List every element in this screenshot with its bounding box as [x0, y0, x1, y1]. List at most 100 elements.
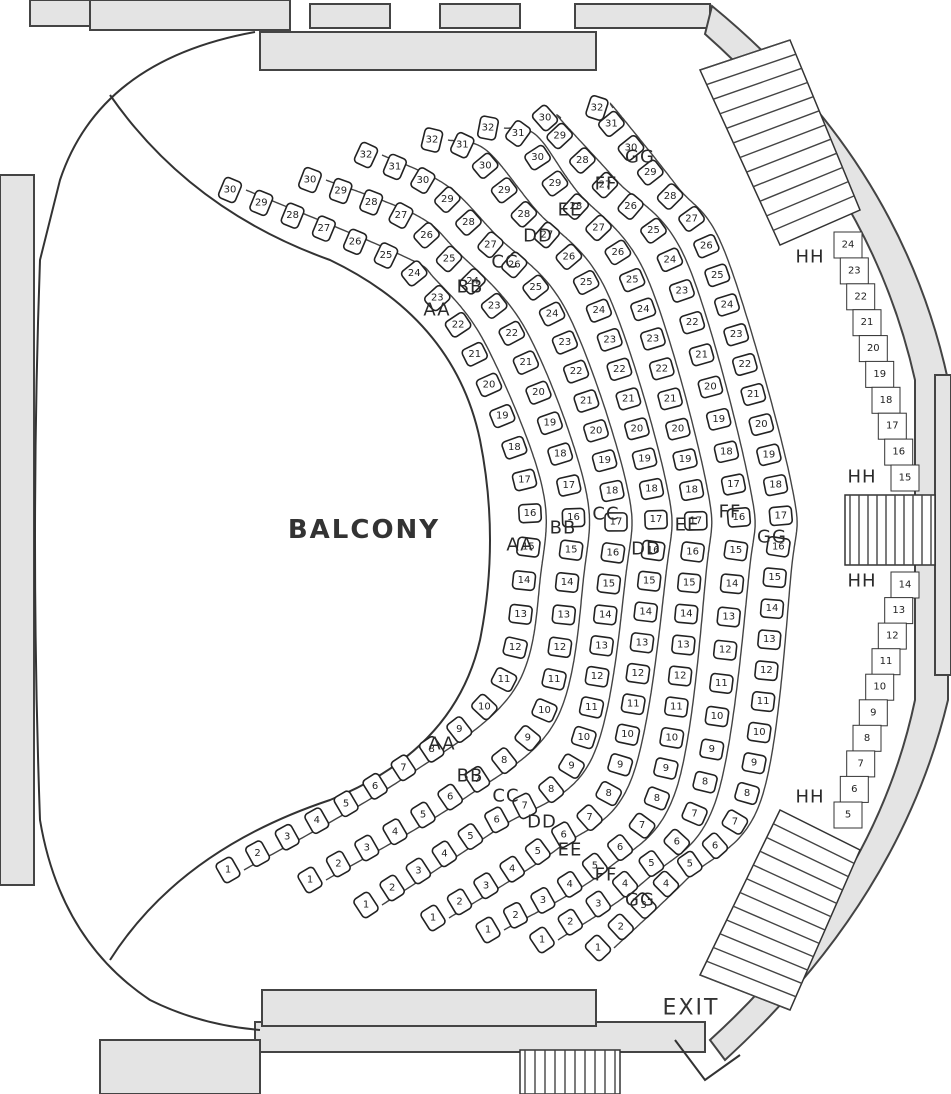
seat[interactable]: 31 [504, 119, 532, 147]
seat[interactable]: 12 [502, 636, 528, 659]
seat[interactable]: 28 [568, 146, 596, 174]
seat[interactable]: 19 [489, 404, 516, 429]
seat[interactable]: 8 [734, 781, 761, 806]
seat[interactable]: 21 [573, 389, 600, 413]
seat[interactable]: 14 [719, 573, 745, 595]
seat[interactable]: 32 [585, 95, 609, 121]
seat[interactable]: 16 [765, 535, 791, 558]
seat[interactable]: 4 [652, 870, 680, 898]
seat[interactable]: 5 [524, 838, 552, 866]
seat[interactable]: 32 [476, 115, 500, 141]
seat[interactable]: 28 [510, 200, 538, 228]
seat[interactable]: 17 [683, 510, 708, 531]
seat[interactable]: 14 [674, 603, 699, 625]
hh-seat[interactable]: 9 [858, 699, 888, 727]
hh-seat[interactable]: 14 [890, 571, 920, 599]
seat[interactable]: 23 [423, 284, 451, 312]
seat[interactable]: 4 [431, 840, 458, 868]
seat[interactable]: 7 [512, 792, 538, 820]
seat[interactable]: 13 [589, 635, 614, 657]
seat[interactable]: 4 [382, 818, 409, 846]
seat[interactable]: 25 [619, 267, 646, 293]
seat[interactable]: 8 [537, 775, 565, 804]
seat[interactable]: 3 [585, 890, 612, 918]
seat[interactable]: 14 [759, 598, 785, 620]
seat[interactable]: 9 [607, 753, 634, 777]
seat[interactable]: 5 [676, 850, 703, 878]
seat[interactable]: 12 [667, 665, 693, 687]
seat[interactable]: 29 [328, 177, 353, 205]
seat[interactable]: 18 [547, 442, 574, 466]
hh-seat[interactable]: 13 [884, 597, 914, 625]
seat[interactable]: 1 [475, 916, 502, 944]
seat[interactable]: 19 [672, 448, 698, 471]
seat[interactable]: 10 [659, 727, 685, 749]
seat[interactable]: 6 [437, 783, 464, 811]
seat[interactable]: 19 [631, 447, 658, 471]
seat[interactable]: 2 [379, 874, 406, 902]
seat[interactable]: 26 [412, 221, 440, 249]
seat[interactable]: 5 [638, 849, 665, 878]
seat[interactable]: 17 [604, 512, 628, 532]
hh-seat[interactable]: 5 [833, 801, 863, 829]
seat[interactable]: 20 [525, 380, 552, 405]
seat[interactable]: 3 [354, 834, 380, 862]
hh-seat[interactable]: 23 [839, 257, 869, 285]
seat[interactable]: 16 [640, 539, 666, 562]
hh-seat[interactable]: 24 [833, 231, 863, 259]
seat[interactable]: 18 [713, 440, 740, 464]
seat[interactable]: 16 [561, 507, 586, 528]
seat[interactable]: 26 [604, 239, 632, 266]
hh-seat[interactable]: 12 [877, 622, 907, 650]
seat[interactable]: 11 [541, 668, 567, 691]
seat[interactable]: 16 [517, 503, 543, 524]
seat[interactable]: 3 [405, 857, 432, 885]
seat[interactable]: 18 [678, 478, 705, 502]
seat[interactable]: 21 [688, 343, 715, 367]
seat[interactable]: 23 [723, 323, 750, 347]
seat[interactable]: 10 [470, 693, 498, 721]
seat[interactable]: 7 [721, 809, 749, 836]
seat[interactable]: 5 [581, 852, 609, 880]
seat[interactable]: 19 [536, 411, 564, 436]
seat[interactable]: 23 [668, 279, 696, 303]
seat[interactable]: 13 [671, 634, 696, 656]
seat[interactable]: 6 [701, 832, 729, 860]
seat[interactable]: 17 [644, 509, 668, 530]
seat[interactable]: 27 [533, 221, 561, 249]
seat[interactable]: 13 [716, 606, 741, 628]
seat[interactable]: 14 [592, 604, 618, 626]
hh-seat[interactable]: 18 [871, 386, 901, 414]
seat[interactable]: 7 [576, 803, 604, 832]
seat[interactable]: 2 [244, 840, 271, 868]
seat[interactable]: 22 [731, 352, 758, 377]
seat[interactable]: 19 [756, 443, 782, 467]
seat[interactable]: 2 [557, 908, 584, 936]
seat[interactable]: 22 [679, 311, 706, 335]
seat[interactable]: 8 [418, 735, 445, 763]
seat[interactable]: 32 [420, 127, 444, 153]
seat[interactable]: 22 [498, 320, 526, 346]
seat[interactable]: 25 [639, 217, 667, 244]
seat[interactable]: 24 [714, 293, 740, 317]
seat[interactable]: 17 [556, 474, 582, 497]
seat[interactable]: 27 [311, 215, 337, 242]
seat[interactable]: 25 [521, 274, 550, 302]
seat[interactable]: 4 [556, 870, 583, 898]
seat[interactable]: 25 [435, 245, 463, 273]
seat[interactable]: 13 [508, 603, 533, 625]
seat[interactable]: 24 [458, 267, 486, 295]
seat[interactable]: 26 [617, 192, 645, 220]
seat[interactable]: 28 [562, 192, 590, 220]
seat[interactable]: 31 [597, 110, 625, 138]
seat[interactable]: 1 [297, 866, 324, 894]
seat[interactable]: 6 [362, 772, 389, 800]
seat[interactable]: 6 [484, 806, 510, 834]
seat[interactable]: 29 [249, 189, 274, 217]
seat[interactable]: 27 [477, 231, 505, 259]
seat[interactable]: 20 [624, 417, 650, 441]
seat[interactable]: 7 [464, 765, 491, 793]
seat[interactable]: 22 [648, 357, 675, 381]
seat[interactable]: 11 [620, 693, 646, 716]
seat[interactable]: 2 [607, 913, 635, 941]
